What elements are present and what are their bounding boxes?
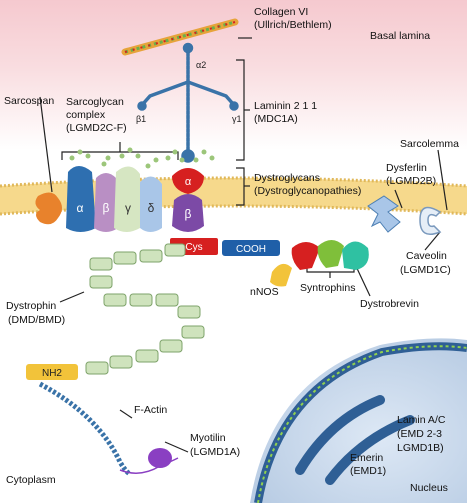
lamin-disease-label-2: LGMD1B) [397, 442, 444, 454]
syntrophin-icon [291, 242, 320, 270]
myotilin-label: Myotilin [190, 432, 226, 444]
caveolin-icon [419, 206, 442, 235]
collagen-label: Collagen VI [254, 6, 309, 18]
sarcospan-label: Sarcospan [4, 95, 55, 107]
cooh-label: COOH [236, 244, 266, 255]
dystroglycan-beta [172, 194, 204, 232]
dystrophin-rod [85, 243, 205, 375]
nnos-icon [270, 263, 292, 287]
dystrophin-disease-label: (DMD/BMD) [8, 314, 66, 326]
gamma1-label: γ1 [232, 114, 242, 124]
sarcoglycan-disease-label: (LGMD2C-F) [66, 122, 127, 134]
sarcoglycan-complex [66, 147, 162, 232]
cys-label: Cys [185, 242, 202, 253]
laminin-label: Laminin 2 1 1 [254, 100, 318, 112]
nucleus-icon [250, 338, 467, 503]
factin-label: F-Actin [134, 404, 168, 416]
nh2-domain [26, 364, 78, 380]
dystrophin-label: Dystrophin [6, 300, 57, 312]
sg-delta-label: δ [148, 201, 155, 215]
sarcospan-icon [35, 192, 62, 225]
laminin-cross-icon [137, 42, 239, 163]
sarcoglycan-label: Sarcoglycan [66, 96, 124, 108]
f-actin-icon [38, 381, 132, 477]
emerin-label: Emerin [350, 452, 384, 464]
dysferlin-label: Dysferlin [386, 162, 427, 174]
cooh-domain [222, 240, 280, 256]
caveolin-label: Caveolin [406, 250, 447, 262]
sarcoglycan-complex-label: complex [66, 109, 106, 121]
dystrobrevin-label: Dystrobrevin [360, 298, 419, 310]
nucleus-label: Nucleus [410, 482, 448, 494]
sg-beta-label: β [103, 201, 110, 215]
myotilin-disease-label: (LGMD1A) [190, 446, 241, 458]
lamin-disease-label-1: (EMD 2-3 [397, 428, 442, 440]
dg-beta-label: β [185, 207, 192, 221]
beta1-label: β1 [136, 114, 146, 124]
dystroglycan-alpha [172, 168, 204, 194]
emerin-disease-label: (EMD1) [350, 465, 387, 477]
basal-lamina-label: Basal lamina [370, 30, 431, 42]
cytoplasm-label: Cytoplasm [6, 474, 56, 486]
sg-gamma-label: γ [125, 201, 131, 215]
lamin-label: Lamin A/C [397, 414, 446, 426]
sarcoglycan-gamma [114, 166, 140, 232]
sarcoglycan-alpha [66, 166, 96, 232]
dysferlin-disease-label: (LGMD2B) [386, 175, 437, 187]
dystroglycans-label: Dystroglycans [254, 172, 320, 184]
dg-alpha-label: α [185, 176, 192, 188]
dystroglycan-complex [165, 149, 215, 232]
nh2-label: NH2 [42, 368, 62, 379]
nnos-label: nNOS [250, 286, 279, 298]
syntrophin-icon-2 [317, 240, 344, 268]
laminin-disease-label: (MDC1A) [254, 113, 298, 125]
caveolin-disease-label: (LGMD1C) [400, 264, 451, 276]
sarcoglycan-beta [94, 173, 118, 232]
collagen-fiber-icon [121, 18, 239, 56]
myotilin-icon [119, 448, 179, 474]
sg-alpha-label: α [77, 201, 84, 215]
dystrobrevin-icon [342, 241, 369, 270]
dystroglycans-disease-label: (Dystroglycanopathies) [254, 185, 362, 197]
sarcoglycan-delta [140, 176, 162, 232]
collagen-disease-label: (Ullrich/Bethlem) [254, 19, 332, 31]
dysferlin-icon [367, 195, 401, 233]
alpha2-label: α2 [196, 60, 206, 70]
syntrophins-label: Syntrophins [300, 282, 356, 294]
sarcolemma-label: Sarcolemma [400, 138, 459, 150]
